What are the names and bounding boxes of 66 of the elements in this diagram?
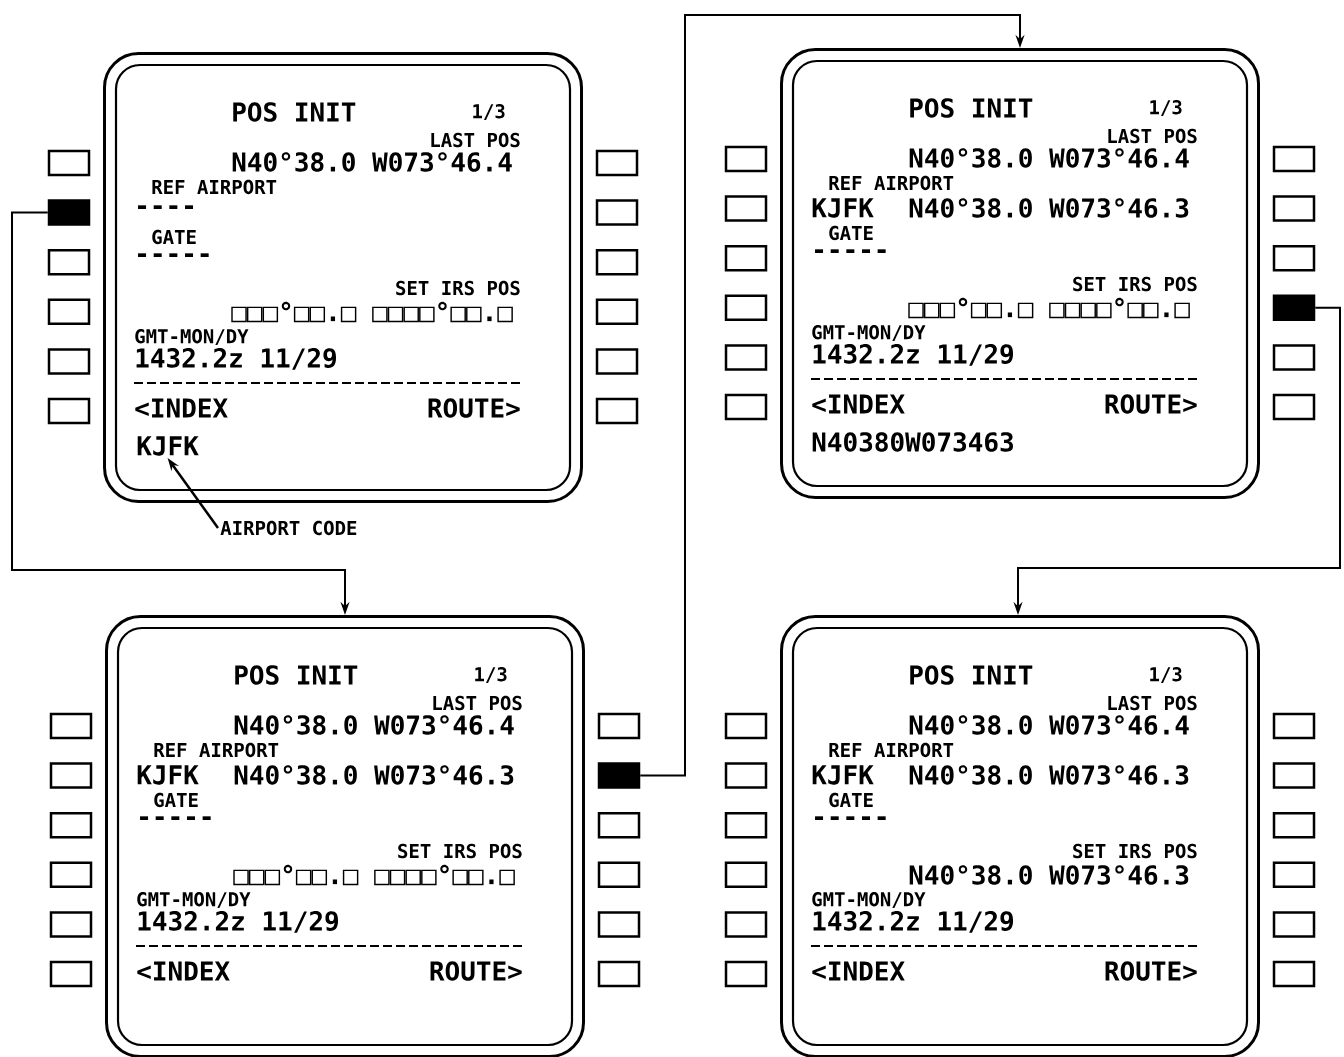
display-text: GMT-MON/DY: [135, 329, 249, 345]
display-text: KJFK: [812, 765, 874, 785]
display-text: 1432.2z 11/29: [136, 348, 336, 370]
empty-field: -----: [815, 249, 886, 253]
menu-prompt: ROUTE>: [428, 398, 520, 418]
display-text: N40°38.0 W073°46.3: [909, 198, 1189, 218]
display-text: GMT-MON/DY: [812, 892, 926, 908]
scratchpad-text: N40380W073463: [812, 432, 1013, 452]
display-text: LAST POS: [1108, 128, 1197, 144]
display-text: SET IRS POS: [1073, 843, 1197, 859]
display-text: REF AIRPORT: [829, 742, 954, 758]
display-text: □□□°□□.□ □□□□°□□.□: [233, 864, 515, 886]
display-text: 1432.2z 11/29: [813, 344, 1013, 366]
connector-arrow: [639, 14, 1025, 777]
page-number: 1/3: [1150, 667, 1182, 683]
page-number: 1/3: [475, 667, 507, 683]
line-select-key: [597, 762, 641, 789]
display-text: 1432.2z 11/29: [813, 911, 1013, 933]
page-number: 1/3: [473, 104, 505, 120]
display-text: N40°38.0 W073°46.4: [909, 715, 1189, 735]
display-text: □□□°□□.□ □□□□°□□.□: [908, 297, 1190, 319]
display-text: REF AIRPORT: [152, 179, 277, 195]
line-select-key: [47, 199, 91, 226]
page-number: 1/3: [1150, 100, 1182, 116]
display-text: GATE: [829, 225, 873, 241]
display-text: LAST POS: [431, 132, 520, 148]
display-text: N40°38.0 W073°46.4: [234, 715, 514, 735]
menu-prompt: <INDEX: [137, 961, 230, 981]
menu-prompt: <INDEX: [812, 961, 905, 981]
display-text: SET IRS POS: [1073, 276, 1197, 292]
display-text: N40°38.0 W073°46.4: [232, 152, 512, 172]
page-title: POS INIT: [910, 98, 1033, 118]
display-text: GMT-MON/DY: [137, 892, 251, 908]
display-text: N40°38.0 W073°46.3: [234, 765, 514, 785]
display-text: GATE: [154, 792, 198, 808]
empty-field: ----: [138, 205, 193, 209]
display-text: REF AIRPORT: [829, 175, 954, 191]
display-text: SET IRS POS: [396, 280, 520, 296]
page-title: POS INIT: [235, 665, 358, 685]
display-text: GATE: [152, 229, 196, 245]
display-text: SET IRS POS: [398, 843, 522, 859]
display-text: REF AIRPORT: [154, 742, 279, 758]
display-text: LAST POS: [433, 695, 522, 711]
page-title: POS INIT: [233, 102, 356, 122]
airport-code-text: KJFK: [137, 436, 199, 456]
display-text: N40°38.0 W073°46.4: [909, 148, 1189, 168]
empty-field: -----: [815, 816, 886, 820]
display-text: GMT-MON/DY: [812, 325, 926, 341]
menu-prompt: <INDEX: [812, 394, 905, 414]
line-select-key: [1272, 294, 1316, 322]
display-text: □□□°□□.□ □□□□°□□.□: [231, 301, 513, 323]
display-text: N40°38.0 W073°46.3: [909, 865, 1189, 885]
display-text: 1432.2z 11/29: [138, 911, 338, 933]
display-text: KJFK: [812, 198, 874, 218]
menu-prompt: ROUTE>: [1105, 394, 1197, 414]
menu-prompt: ROUTE>: [1105, 961, 1197, 981]
display-text: GATE: [829, 792, 873, 808]
display-text: LAST POS: [1108, 695, 1197, 711]
menu-prompt: <INDEX: [135, 398, 228, 418]
empty-field: -----: [138, 253, 209, 257]
empty-field: -----: [140, 816, 211, 820]
display-text: N40°38.0 W073°46.3: [909, 765, 1189, 785]
menu-prompt: ROUTE>: [430, 961, 522, 981]
page-title: POS INIT: [910, 665, 1033, 685]
display-text: KJFK: [137, 765, 199, 785]
callout-text: AIRPORT CODE: [220, 520, 357, 536]
